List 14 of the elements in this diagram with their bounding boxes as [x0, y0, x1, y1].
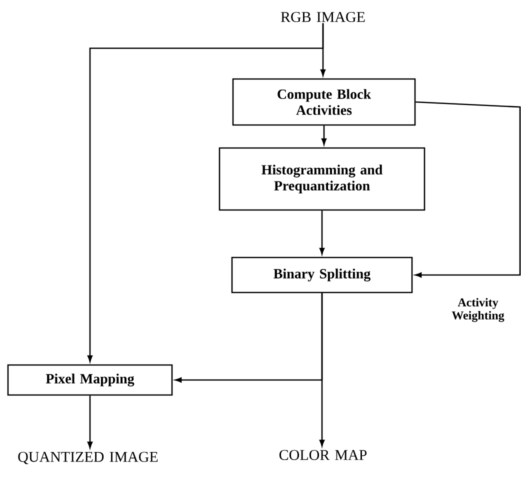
- io-label: QUANTIZED IMAGE: [18, 452, 158, 464]
- arrow: [175, 293, 323, 383]
- io-label: RGB IMAGE: [280, 12, 365, 22]
- io-label: COLOR MAP: [279, 450, 367, 460]
- arrow: [321, 126, 327, 145]
- arrow: [87, 396, 93, 448]
- process-box: Pixel Mapping: [7, 364, 173, 396]
- process-box: Binary Splitting: [231, 256, 413, 294]
- process-box: Compute Block Activities: [232, 78, 416, 126]
- arrow: [87, 23, 324, 362]
- process-box: Histogramming and Prequantization: [218, 147, 426, 211]
- arrow: [415, 101, 521, 278]
- arrow: [319, 210, 325, 254]
- edge-label: Activity Weighting: [442, 297, 514, 323]
